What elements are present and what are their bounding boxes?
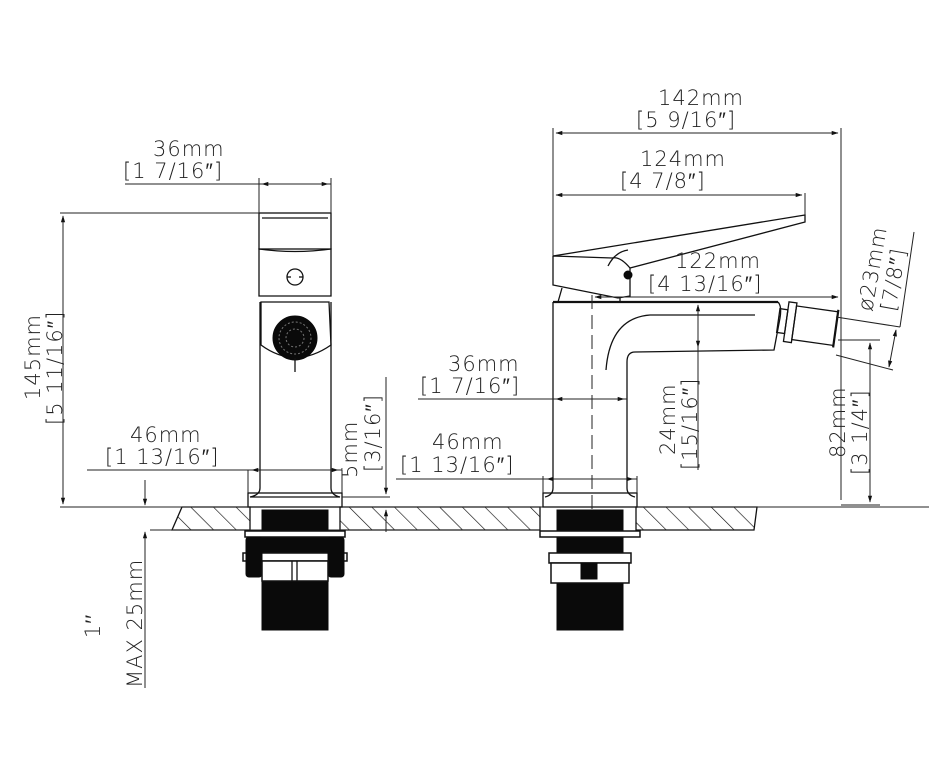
label-spout-height-inch: [15/16″] bbox=[678, 378, 702, 470]
label-spout-height-mm: 24mm bbox=[656, 383, 680, 455]
label-body-width-mm: 36mm bbox=[448, 352, 520, 376]
label-spout-reach-mm: 122mm bbox=[675, 249, 761, 273]
label-front-top-width-inch: [1 7/16″] bbox=[123, 159, 223, 183]
countertop-right bbox=[635, 506, 758, 531]
dim-deck-thickness: 1′′ MAX 25mm bbox=[81, 480, 148, 688]
label-outlet-height-inch: [3 1/4″] bbox=[848, 389, 872, 475]
label-side-base-width-mm: 46mm bbox=[432, 430, 504, 454]
label-front-height-mm: 145mm bbox=[21, 314, 45, 400]
dim-front-base-height: 5mm [3/16″] bbox=[338, 377, 390, 532]
dim-side-body-width: 36mm [1 7/16″] bbox=[418, 352, 627, 402]
label-deck-mm: MAX 25mm bbox=[123, 559, 147, 688]
label-front-height-inch: [5 11/16″] bbox=[43, 311, 67, 425]
dim-side-spout-reach: 122mm [4 13/16″] bbox=[594, 249, 839, 300]
countertop-left bbox=[171, 506, 541, 531]
dim-side-base-width: 46mm [1 13/16″] bbox=[396, 430, 638, 493]
label-side-base-width-inch: [1 13/16″] bbox=[400, 453, 514, 477]
label-spout-reach-inch: [4 13/16″] bbox=[648, 272, 762, 296]
side-view-faucet bbox=[539, 214, 840, 631]
label-front-base-height-mm: 5mm bbox=[338, 421, 362, 478]
label-front-base-width-mm: 46mm bbox=[130, 423, 202, 447]
dim-front-base-width: 46mm [1 13/16″] bbox=[87, 423, 343, 493]
dim-side-overall-length: 142mm [5 9/16″] bbox=[552, 86, 842, 500]
label-outlet-height-mm: 82mm bbox=[826, 386, 850, 458]
dim-side-spout-height: 24mm [15/16″] bbox=[656, 304, 702, 470]
dim-front-top-width: 36mm [1 7/16″] bbox=[123, 137, 332, 213]
label-front-base-height-inch: [3/16″] bbox=[361, 394, 385, 472]
label-overall-length-mm: 142mm bbox=[658, 86, 744, 110]
label-handle-length-mm: 124mm bbox=[640, 147, 726, 171]
dim-front-total-height: 145mm [5 11/16″] bbox=[21, 212, 259, 508]
label-body-width-inch: [1 7/16″] bbox=[420, 374, 520, 398]
dim-side-handle-length: 124mm [4 7/8″] bbox=[555, 147, 806, 215]
label-overall-length-inch: [5 9/16″] bbox=[636, 108, 736, 132]
label-front-base-width-inch: [1 13/16″] bbox=[105, 445, 219, 469]
dim-side-aerator-diameter: ø23mm [7/8″] bbox=[835, 225, 915, 371]
label-front-top-width-mm: 36mm bbox=[153, 137, 225, 161]
label-handle-length-inch: [4 7/8″] bbox=[620, 169, 706, 193]
front-view-faucet bbox=[242, 212, 348, 631]
label-deck-imperial: 1′′ bbox=[81, 614, 105, 638]
dim-side-outlet-height: 82mm [3 1/4″] bbox=[826, 339, 880, 506]
